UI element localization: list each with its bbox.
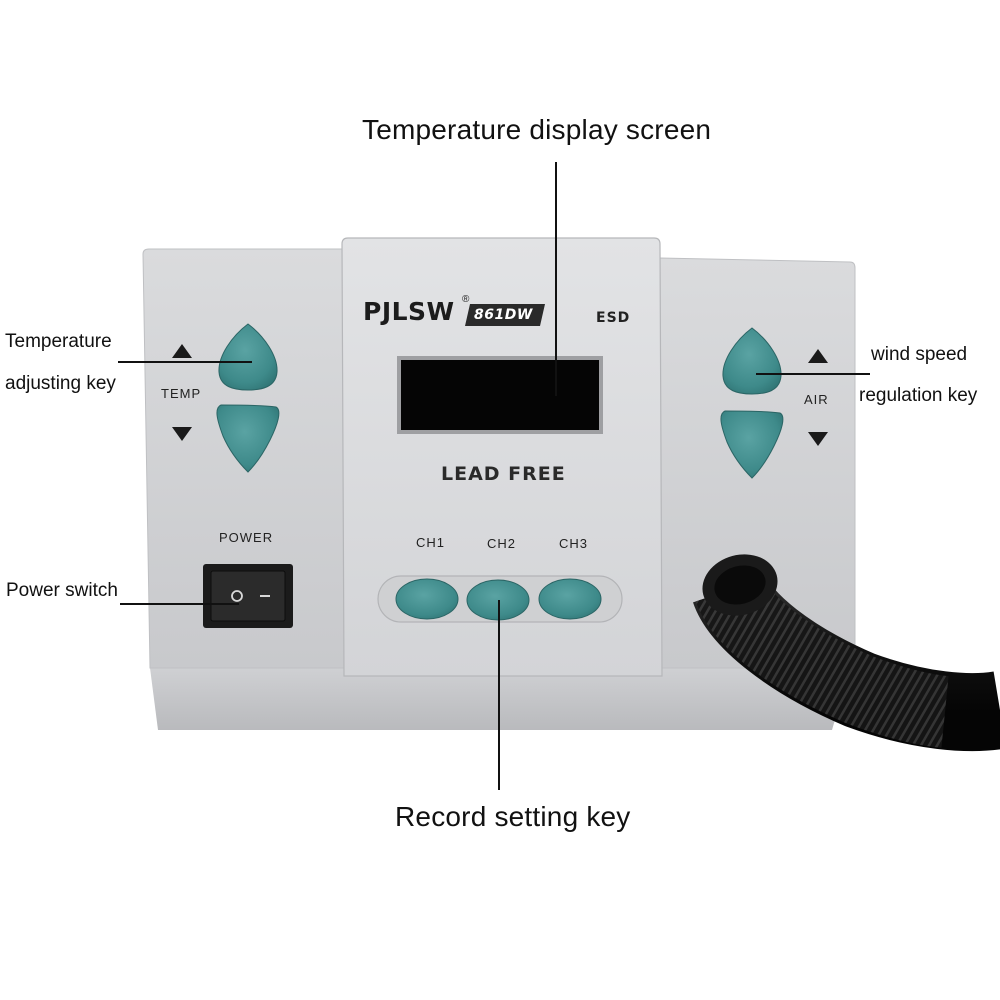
- ch1-label: CH1: [416, 535, 446, 550]
- brand-logo-text: PJLSW: [363, 297, 455, 326]
- model-badge: [465, 304, 545, 326]
- air-label: AIR: [804, 392, 829, 407]
- temp-up-arrow-icon: [172, 344, 192, 358]
- registered-mark: ®: [462, 294, 470, 305]
- ch1-button: [395, 578, 459, 620]
- temp-down-button: [216, 404, 280, 473]
- air-hose-ribs: [695, 576, 949, 748]
- air-up-arrow-icon: [808, 349, 828, 363]
- center-panel: [341, 237, 663, 677]
- power-switch-rocker: [210, 570, 286, 622]
- display-screen: [401, 360, 599, 430]
- callout-temperature-adjusting-key-line1: Temperature: [5, 331, 112, 352]
- temp-label: TEMP: [161, 386, 202, 401]
- power-label: POWER: [219, 530, 274, 545]
- callout-wind-speed-line2: regulation key: [859, 385, 978, 406]
- air-down-button: [720, 410, 784, 479]
- ch3-label: CH3: [559, 536, 589, 551]
- callout-temperature-display-screen: Temperature display screen: [362, 114, 712, 145]
- callout-temperature-adjusting-key-line2: adjusting key: [5, 373, 116, 394]
- callout-power-switch: Power switch: [6, 580, 118, 601]
- lead-free-label: LEAD FREE: [441, 463, 566, 485]
- ch2-label: CH2: [487, 536, 517, 551]
- callout-wind-speed-line1: wind speed: [871, 344, 968, 365]
- power-off-symbol-icon: [231, 590, 243, 602]
- ch3-button: [538, 578, 602, 620]
- esd-label: ESD: [596, 310, 631, 326]
- temp-down-arrow-icon: [172, 427, 192, 441]
- model-number: 861DW: [474, 307, 533, 323]
- air-down-arrow-icon: [808, 432, 828, 446]
- callout-record-setting-key: Record setting key: [395, 801, 631, 832]
- temp-up-button: [218, 323, 278, 391]
- air-up-button: [722, 327, 782, 395]
